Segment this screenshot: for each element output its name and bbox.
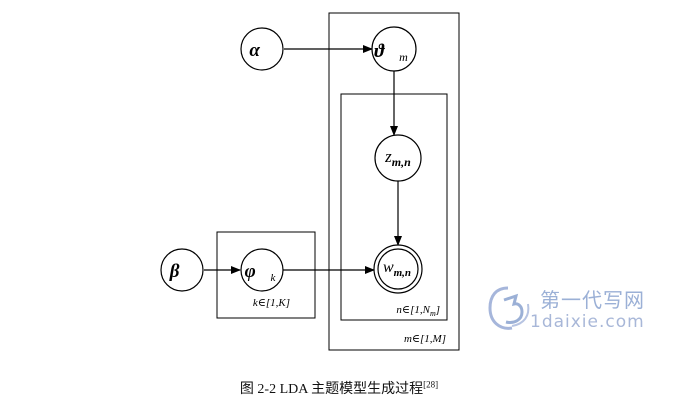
node-phi-sub: k: [271, 272, 277, 284]
node-z-label: z: [384, 147, 392, 166]
node-theta: ϑ⃗m: [371, 26, 417, 72]
svg-text:zm,n: zm,n: [384, 147, 411, 169]
5D-logo-icon: [488, 286, 530, 330]
plate-topics: [216, 231, 316, 319]
plate-documents: [328, 12, 460, 351]
svg-text:φ⃗k: φ⃗k: [245, 261, 277, 284]
node-w-label: w: [383, 259, 394, 276]
plate-documents-label: m∈[1,M]: [404, 333, 446, 345]
node-alpha: α⃗: [240, 27, 284, 71]
plate-topics-label: k∈[1,K]: [253, 297, 290, 309]
watermark-subtitle: 1daixie.com: [530, 312, 645, 332]
node-z: zm,n: [374, 134, 422, 182]
node-theta-label: ϑ⃗: [374, 41, 399, 62]
svg-text:wm,n: wm,n: [383, 259, 411, 279]
node-beta-label: β⃗: [169, 261, 195, 282]
node-beta: β⃗: [160, 248, 204, 292]
caption-ref: [28]: [423, 379, 439, 390]
plate-words-label: n∈[1,Nm]: [396, 304, 440, 318]
watermark-title: 第一代写网: [540, 288, 645, 312]
node-theta-sub: m: [399, 50, 408, 64]
node-alpha-label: α⃗: [249, 40, 274, 61]
node-phi-label: φ⃗: [245, 261, 271, 282]
node-z-sub: m,n: [392, 155, 411, 169]
node-w-sub: m,n: [394, 267, 411, 279]
node-phi: φ⃗k: [240, 248, 284, 292]
node-w: wm,n: [373, 244, 423, 294]
figure-caption: 图 2-2 LDA 主题模型生成过程[28]: [0, 378, 678, 398]
caption-text: 图 2-2 LDA 主题模型生成过程: [239, 382, 424, 397]
watermark: 第一代写网 1daixie.com: [478, 278, 678, 338]
svg-text:ϑ⃗m: ϑ⃗m: [374, 41, 408, 64]
